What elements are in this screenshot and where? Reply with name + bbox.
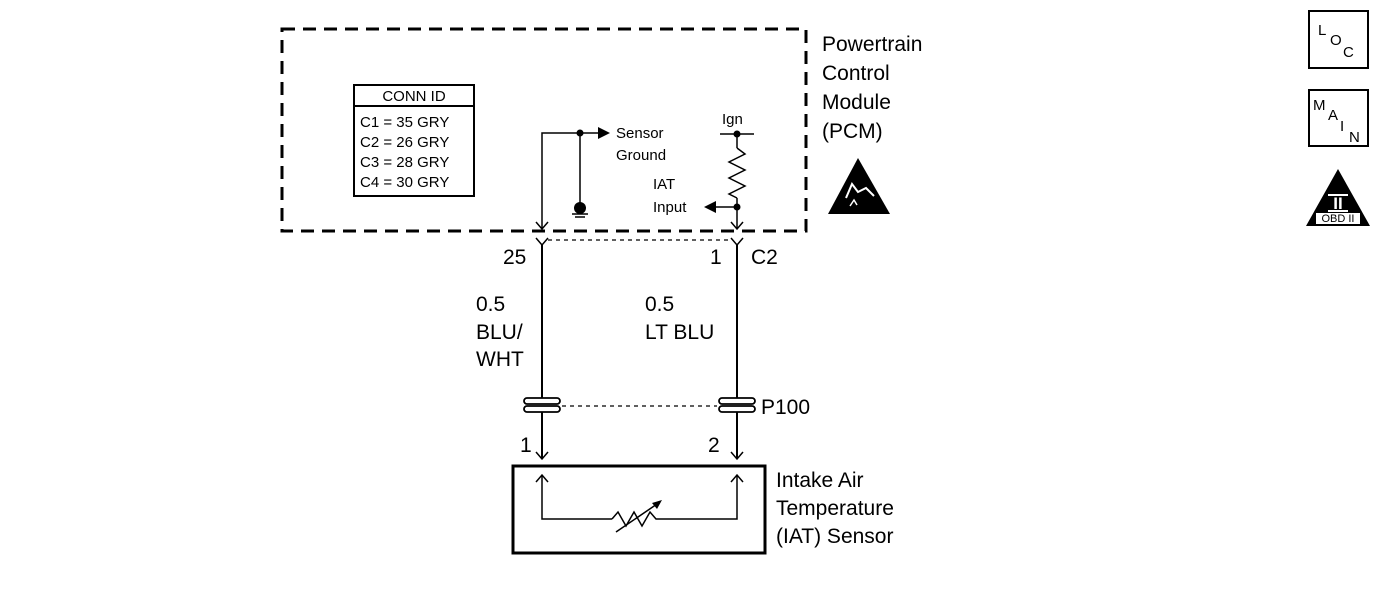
- svg-text:LT BLU: LT BLU: [645, 321, 714, 344]
- c2-pin-right: 1: [710, 246, 722, 269]
- svg-text:Input: Input: [653, 199, 687, 216]
- svg-text:Ground: Ground: [616, 147, 666, 164]
- svg-text:0.5: 0.5: [645, 293, 674, 316]
- wire-right-label: 0.5 LT BLU: [645, 293, 714, 344]
- svg-text:Module: Module: [822, 91, 891, 114]
- sensor-pin-right: 2: [708, 434, 720, 457]
- c2-name: C2: [751, 246, 778, 269]
- svg-text:Sensor: Sensor: [616, 125, 664, 142]
- connector-c2: 25 1 C2: [503, 237, 778, 269]
- svg-text:II: II: [1333, 194, 1342, 213]
- svg-text:O: O: [1330, 32, 1342, 49]
- sensor-ground-circuit: Sensor Ground: [535, 125, 666, 231]
- conn-id-row: C2 = 26 GRY: [360, 134, 449, 151]
- obd-ii-badge[interactable]: II OBD II: [1306, 169, 1370, 226]
- svg-text:I: I: [1340, 118, 1344, 135]
- conn-id-row: C4 = 30 GRY: [360, 174, 449, 191]
- svg-text:WHT: WHT: [476, 348, 524, 371]
- svg-text:(PCM): (PCM): [822, 120, 883, 143]
- pull-up-resistor-icon: [727, 147, 747, 199]
- wire-left-label: 0.5 BLU/ WHT: [476, 293, 524, 371]
- conn-id-table: CONN ID C1 = 35 GRY C2 = 26 GRY C3 = 28 …: [353, 84, 475, 197]
- conn-id-row: C1 = 35 GRY: [360, 114, 449, 131]
- pcm-enclosure: [280, 27, 808, 233]
- svg-text:A: A: [1328, 107, 1338, 124]
- svg-text:N: N: [1349, 129, 1360, 146]
- svg-text:Powertrain: Powertrain: [822, 33, 922, 56]
- svg-text:IAT: IAT: [653, 176, 675, 193]
- svg-text:(IAT) Sensor: (IAT) Sensor: [776, 525, 893, 548]
- svg-text:M: M: [1313, 97, 1326, 114]
- esd-warning-icon: [828, 158, 890, 214]
- iat-sensor-label: Intake Air Temperature (IAT) Sensor: [776, 469, 894, 548]
- svg-text:0.5: 0.5: [476, 293, 505, 316]
- p100-name: P100: [761, 396, 810, 419]
- sensor-pin-left: 1: [520, 434, 532, 457]
- loc-badge[interactable]: L O C: [1308, 10, 1369, 69]
- connector-p100: P100: [523, 396, 810, 419]
- conn-id-row: C3 = 28 GRY: [360, 154, 449, 171]
- svg-text:L: L: [1318, 22, 1326, 39]
- sensor-ground-arrow-icon: [598, 127, 610, 139]
- svg-text:OBD II: OBD II: [1321, 213, 1354, 225]
- iat-input-arrow-icon: [704, 201, 716, 213]
- pcm-label: Powertrain Control Module (PCM): [822, 33, 922, 143]
- ign-label: Ign: [722, 111, 743, 128]
- main-badge[interactable]: M A I N: [1308, 89, 1369, 147]
- svg-text:Control: Control: [822, 62, 890, 85]
- svg-text:Temperature: Temperature: [776, 497, 894, 520]
- conn-id-title: CONN ID: [382, 88, 446, 105]
- svg-text:BLU/: BLU/: [476, 321, 523, 344]
- svg-text:Intake Air: Intake Air: [776, 469, 864, 492]
- iat-sensor: [511, 464, 767, 555]
- iat-input-circuit: Ign IAT Input: [653, 111, 754, 231]
- c2-pin-left: 25: [503, 246, 526, 269]
- thermistor-icon: [611, 510, 662, 528]
- svg-text:C: C: [1343, 44, 1354, 61]
